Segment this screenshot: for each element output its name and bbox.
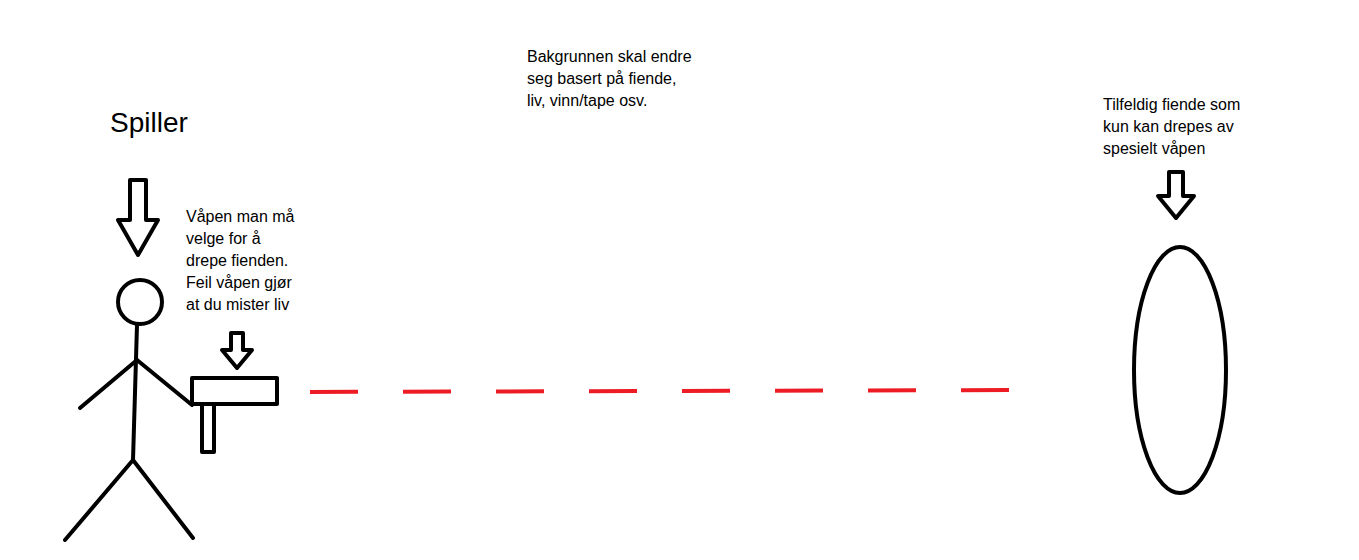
player-body (133, 325, 137, 460)
shot-line (310, 390, 1035, 392)
pointer-arrow (1158, 172, 1194, 218)
player-arm (137, 360, 192, 405)
player-label: Spiller (110, 106, 188, 140)
pointer-arrow (118, 180, 158, 255)
gun-handle (202, 404, 214, 452)
pointer-arrow (222, 333, 252, 368)
enemy-note: Tilfeldig fiende som kun kan drepes av s… (1103, 94, 1253, 160)
enemy-ellipse (1134, 247, 1226, 493)
gun-barrel (192, 378, 277, 404)
background-note: Bakgrunnen skal endre seg basert på fien… (527, 46, 696, 112)
player-head (118, 280, 162, 324)
player-leg (65, 460, 133, 540)
weapon-note: Våpen man må velge for å drepe fienden. … (186, 206, 302, 316)
player-arm (80, 360, 137, 408)
player-leg (133, 460, 193, 538)
